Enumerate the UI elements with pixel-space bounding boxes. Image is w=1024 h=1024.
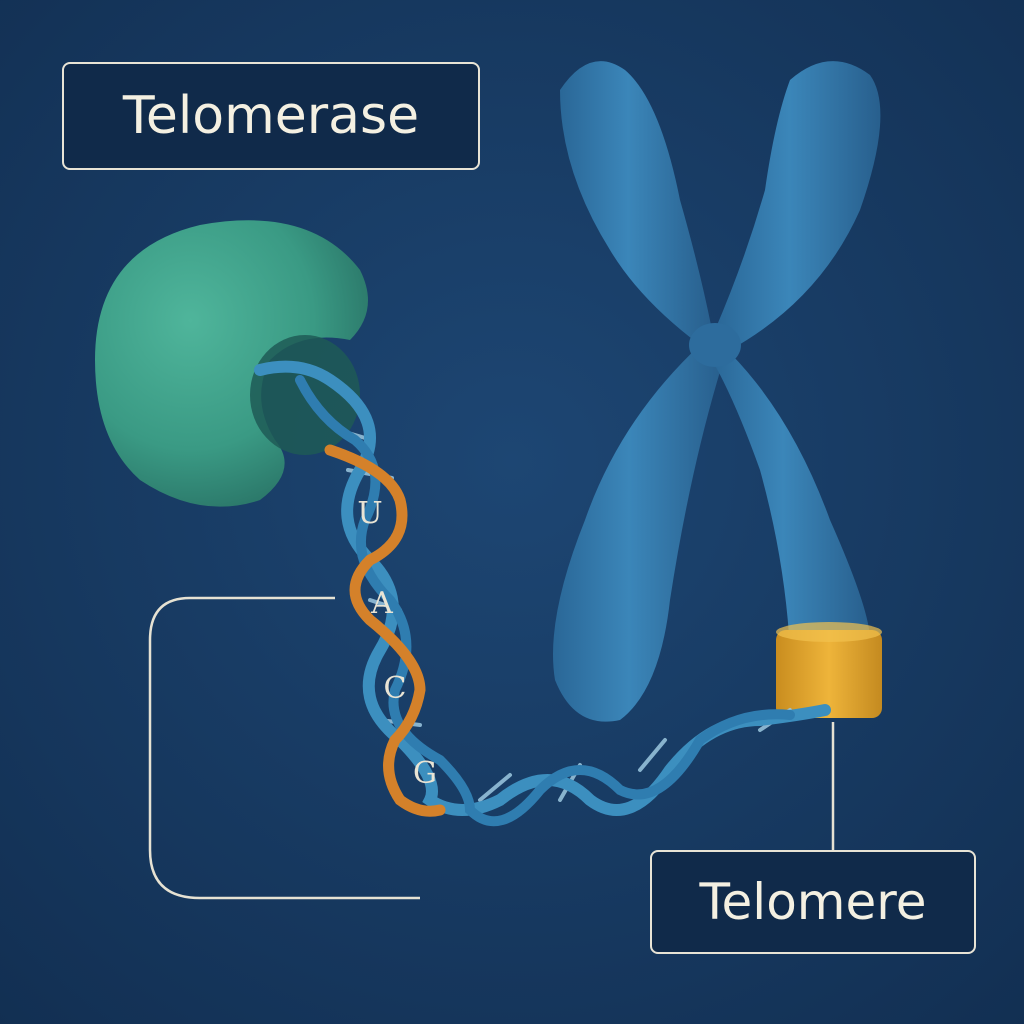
telomerase-label: Telomerase: [62, 62, 480, 170]
chromosome: [553, 61, 881, 722]
base-letters: U A C G: [357, 496, 437, 791]
bracket-line: [148, 596, 420, 900]
base-letter: A: [370, 586, 393, 621]
base-letter: U: [357, 496, 382, 531]
base-letter: G: [413, 756, 437, 791]
dna-helix: [254, 360, 831, 827]
base-letter: C: [384, 671, 407, 706]
telomere-label: Telomere: [650, 850, 976, 954]
telomere-cap: [776, 622, 882, 718]
